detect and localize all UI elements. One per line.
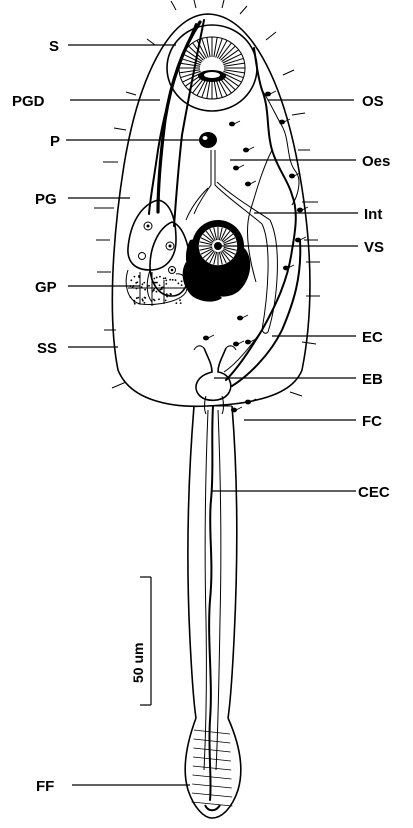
ventral-sucker [183, 220, 251, 302]
label-os: OS [362, 93, 384, 110]
penetration-glands [128, 200, 190, 302]
label-int: Int [364, 206, 382, 223]
scale-bar: 50 um [130, 577, 151, 705]
pharynx [199, 132, 217, 148]
label-cec: CEC [358, 484, 390, 501]
label-ss: SS [37, 340, 57, 357]
furcal-fin [185, 718, 241, 818]
label-oes: Oes [362, 153, 390, 170]
label-fc: FC [362, 413, 382, 430]
label-p: P [50, 133, 60, 150]
label-vs: VS [364, 239, 384, 256]
label-pg: PG [35, 191, 57, 208]
labels: S PGD P PG GP SS OS Oes Int VS EC EB FC … [12, 38, 390, 795]
oral-sucker [167, 25, 257, 111]
label-ec: EC [362, 329, 383, 346]
label-s: S [49, 38, 59, 55]
genital-primordium [126, 270, 187, 306]
label-eb: EB [362, 371, 383, 388]
scale-bar-label: 50 um [130, 643, 146, 683]
label-ff: FF [36, 778, 54, 795]
label-pgd: PGD [12, 93, 45, 110]
label-gp: GP [35, 279, 57, 296]
penetration-gland-ducts [149, 20, 204, 226]
